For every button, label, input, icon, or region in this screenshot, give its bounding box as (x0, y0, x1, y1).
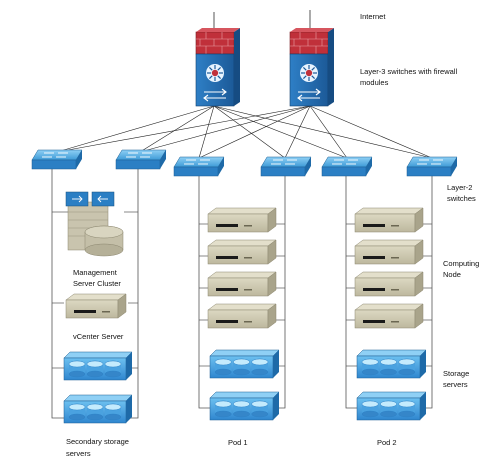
arrows-icon (203, 88, 227, 102)
arrows-icon (297, 88, 321, 102)
switch-arrows-icon (184, 159, 210, 165)
router-star-icon (300, 64, 318, 82)
l2-switch-6 (406, 156, 458, 177)
pod2-compute-node-2 (354, 239, 424, 265)
switch-arrows-icon (126, 152, 152, 158)
pod2-storage-server-2 (356, 391, 427, 421)
mesh-links (56, 105, 433, 159)
label-vcenter: vCenter Server (73, 332, 124, 341)
pod2-compute-node-3 (354, 271, 424, 297)
pod1-compute-node-4 (207, 303, 277, 329)
router-star-icon (206, 64, 224, 82)
label-storage-line1: Storage (443, 369, 470, 378)
pod2-compute-node-4 (354, 303, 424, 329)
label-computing-line2: Node (443, 270, 461, 279)
switch-arrows-icon (332, 159, 358, 165)
l3-switch-1 (195, 28, 240, 107)
l2-switch-4 (260, 156, 312, 177)
pod1-compute-node-2 (207, 239, 277, 265)
management-storage-server (63, 351, 133, 381)
label-internet: Internet (360, 12, 386, 21)
label-l2-line1: Layer-2 (447, 183, 473, 192)
firewall-module (195, 31, 235, 55)
management-server-cluster (65, 191, 124, 257)
label-l2-line2: switches (447, 194, 476, 203)
label-mgmt-line1: Management (73, 268, 117, 277)
pod1-compute-node-1 (207, 207, 277, 233)
switch-arrows-icon (417, 159, 443, 165)
label-computing-line1: Computing (443, 259, 480, 268)
switch-arrows-icon (42, 152, 68, 158)
l2-switch-5 (321, 156, 373, 177)
label-secondary-line1: Secondary storage (66, 437, 129, 446)
switch-arrows-icon (271, 159, 297, 165)
label-mgmt-line2: Server Cluster (73, 279, 121, 288)
l2-switch-1 (31, 149, 83, 170)
pod1-storage-server-2 (209, 391, 280, 421)
label-storage-line2: servers (443, 380, 468, 389)
pod2-compute-node-1 (354, 207, 424, 233)
pod1-compute-node-3 (207, 271, 277, 297)
l3-switch-2 (289, 28, 334, 107)
pod1-storage-server-1 (209, 349, 280, 379)
vcenter-server (65, 293, 127, 319)
rack-links (51, 168, 433, 419)
label-l3-line2: modules (360, 78, 389, 87)
l2-switch-2 (115, 149, 167, 170)
secondary-storage-server (63, 394, 133, 424)
pod2-storage-server-1 (356, 349, 427, 379)
label-secondary-line2: servers (66, 449, 91, 458)
label-l3-line1: Layer-3 switches with firewall (360, 67, 458, 76)
label-pod1: Pod 1 (228, 438, 248, 447)
label-pod2: Pod 2 (377, 438, 397, 447)
l2-switch-3 (173, 156, 225, 177)
